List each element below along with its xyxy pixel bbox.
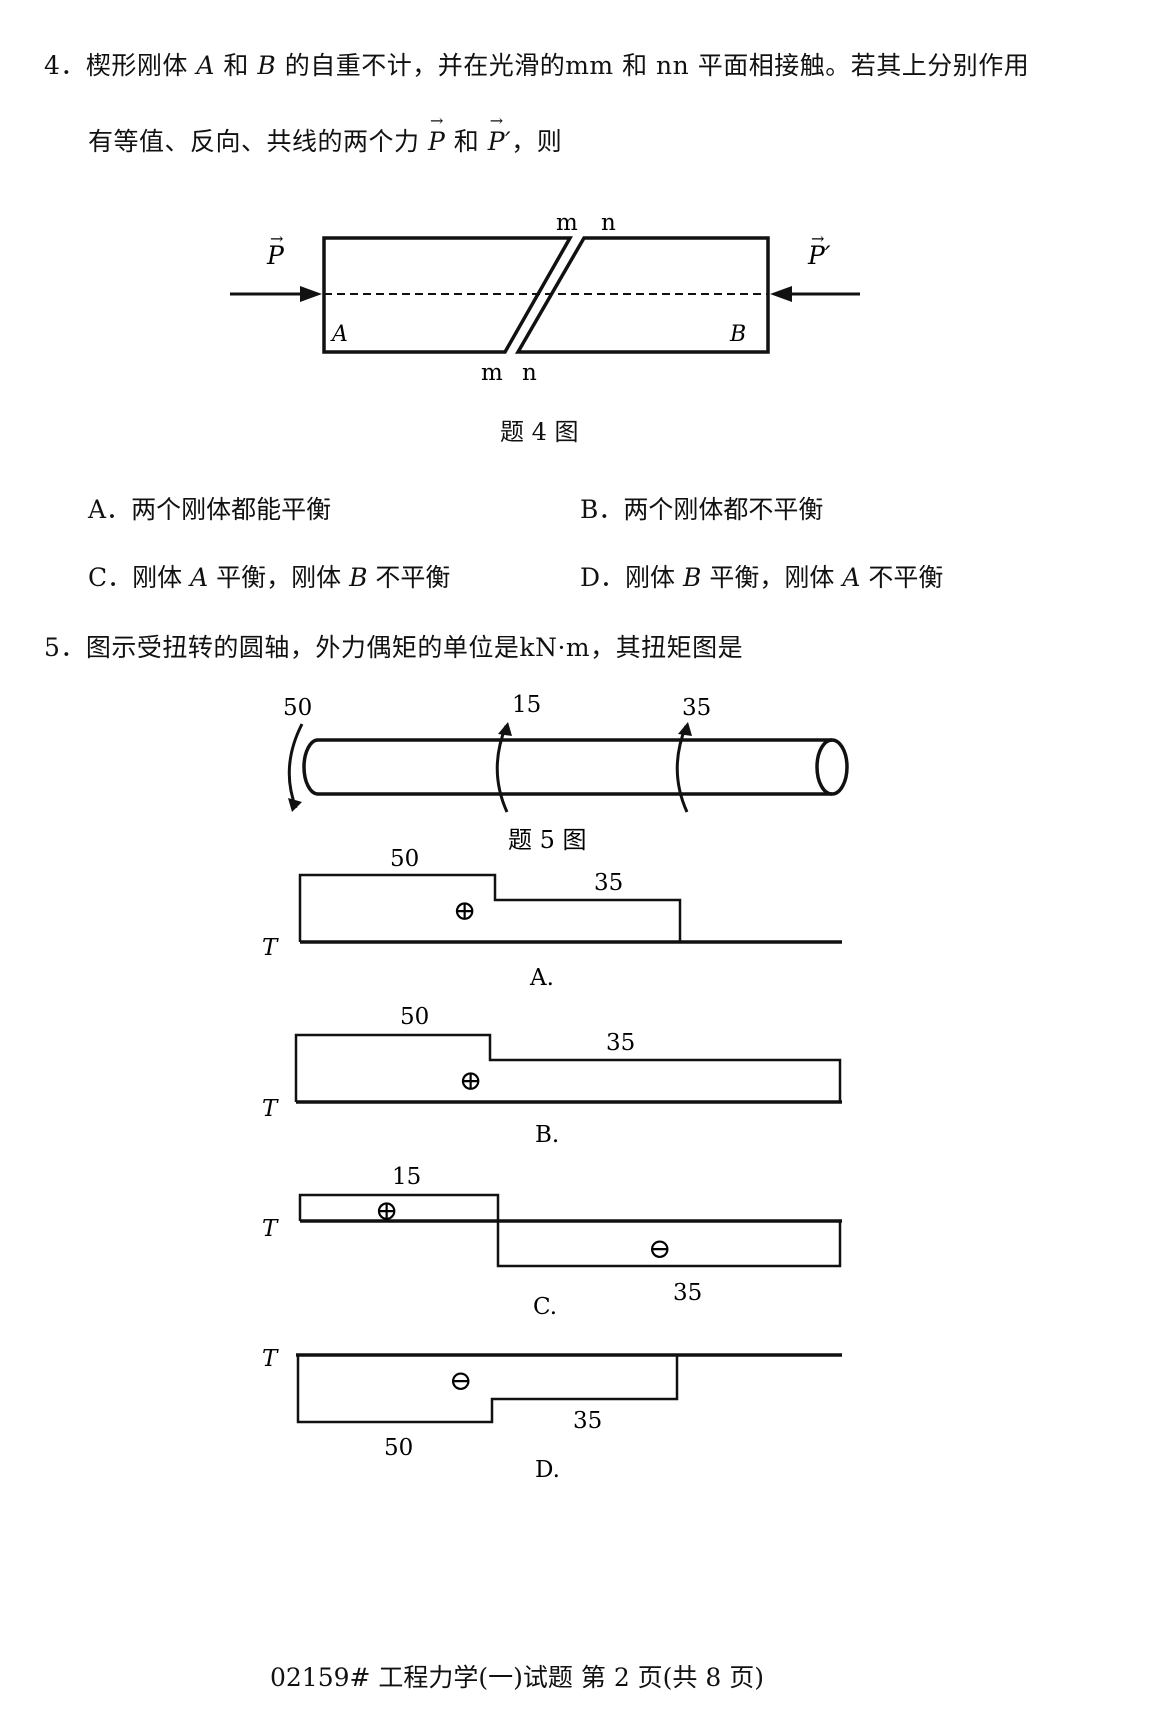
- moment-50-icon: [287, 723, 304, 812]
- label-n-top: n: [601, 210, 616, 236]
- label-m-top: m: [556, 210, 578, 236]
- torque-diagram-c: T 15 35 ⊕ ⊖ C.: [262, 1164, 842, 1320]
- torque-diagram-d: T 50 35 ⊖ D.: [262, 1346, 842, 1483]
- option-c-label[interactable]: C.: [533, 1294, 557, 1320]
- moment-35-icon: [675, 722, 692, 813]
- plus-sign-icon: ⊕: [453, 894, 476, 927]
- option-a-label[interactable]: A.: [529, 965, 554, 991]
- shaft: [302, 738, 849, 796]
- wedge-b: [514, 236, 770, 354]
- moment-50-label: 50: [283, 695, 312, 721]
- q5-caption: 题 5 图: [508, 826, 587, 854]
- value-35-d: 35: [573, 1408, 602, 1434]
- axis-t-c: T: [262, 1216, 279, 1242]
- force-p-arrowhead: [300, 286, 322, 302]
- axis-t-b: T: [262, 1096, 279, 1122]
- q4-option-b[interactable]: B．两个刚体都不平衡: [580, 495, 824, 524]
- label-m-bottom: m: [481, 360, 503, 386]
- q4-option-a[interactable]: A．两个刚体都能平衡: [88, 495, 332, 524]
- moment-35-label: 35: [682, 695, 711, 721]
- value-15-c: 15: [392, 1164, 421, 1190]
- force-p-vector-mark: →: [270, 229, 283, 248]
- plus-sign-icon: ⊕: [375, 1194, 398, 1227]
- value-35-a: 35: [594, 870, 623, 896]
- label-a: A: [330, 322, 348, 347]
- torque-diagram-b: T 50 35 ⊕ B.: [262, 1004, 842, 1148]
- q4-line2: 有等值、反向、共线的两个力 P 和 P′，则: [88, 111, 562, 158]
- plus-sign-icon: ⊕: [459, 1064, 482, 1097]
- minus-sign-icon: ⊖: [449, 1364, 472, 1397]
- force-p-prime-vector-mark: →: [811, 229, 824, 248]
- moment-15-label: 15: [512, 692, 541, 718]
- page-footer: 02159# 工程力学(一)试题 第 2 页(共 8 页): [270, 1663, 764, 1692]
- option-d-label[interactable]: D.: [535, 1457, 560, 1483]
- value-50-d: 50: [384, 1435, 413, 1461]
- value-50-b: 50: [400, 1004, 429, 1030]
- value-35-b: 35: [606, 1030, 635, 1056]
- q5-line1: 5．图示受扭转的圆轴，外力偶矩的单位是kN·m，其扭矩图是: [44, 633, 744, 662]
- option-b-label[interactable]: B.: [535, 1122, 559, 1148]
- q4-caption: 题 4 图: [500, 418, 579, 446]
- torque-diagram-a: T 50 35 ⊕ A.: [262, 846, 842, 991]
- force-p-label: P: [266, 241, 285, 270]
- force-p-prime-label: P′: [807, 241, 831, 270]
- axis-t-a: T: [262, 935, 279, 961]
- label-b: B: [729, 322, 746, 347]
- moment-15-icon: [495, 722, 512, 813]
- q4-line1: 4．楔形刚体 A 和 B 的自重不计，并在光滑的mm 和 nn 平面相接触。若其…: [44, 51, 1030, 80]
- q4-option-c[interactable]: C．刚体 A 平衡，刚体 B 不平衡: [88, 563, 451, 592]
- label-n-bottom: n: [522, 360, 537, 386]
- minus-sign-icon: ⊖: [648, 1232, 671, 1265]
- value-50-a: 50: [390, 846, 419, 872]
- force-p-prime-arrowhead: [770, 286, 792, 302]
- axis-t-d: T: [262, 1346, 279, 1372]
- wedge-a: [322, 236, 574, 354]
- q4-option-d[interactable]: D．刚体 B 平衡，刚体 A 不平衡: [580, 563, 944, 592]
- value-35-c: 35: [673, 1280, 702, 1306]
